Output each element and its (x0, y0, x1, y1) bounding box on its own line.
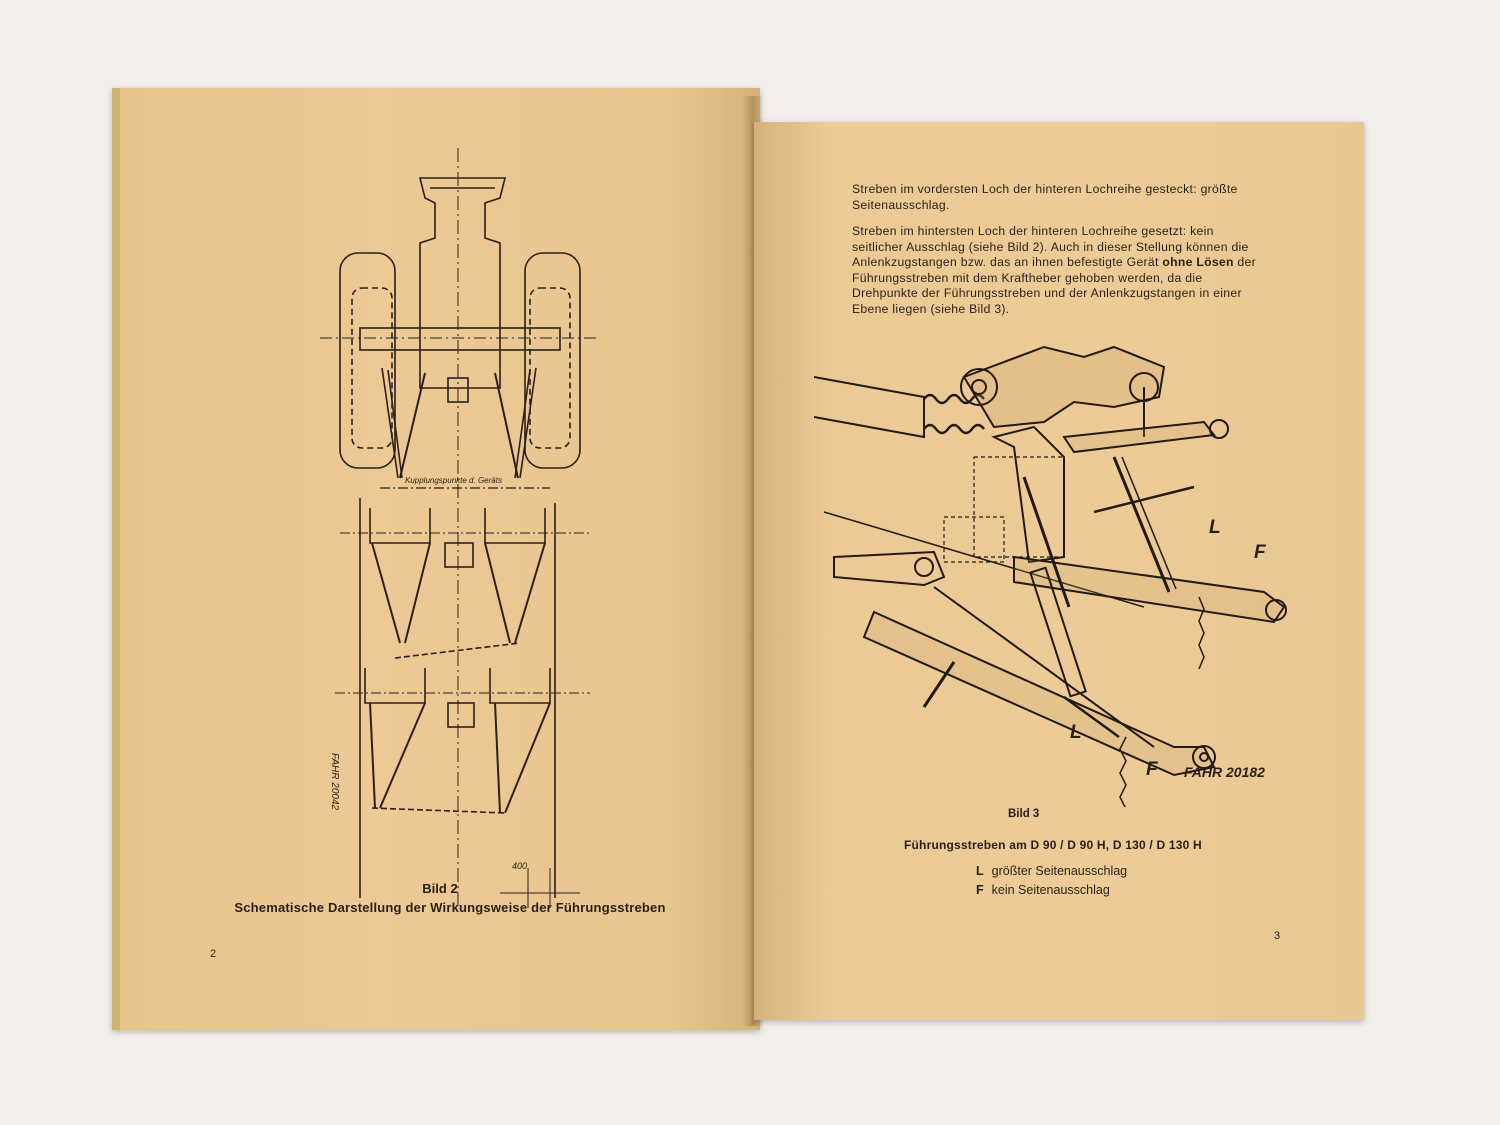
legend-key-L: L (976, 864, 984, 878)
figure-3-drawing (814, 345, 1287, 807)
figure-3-label: Bild 3 (1008, 808, 1040, 820)
figure-2-label: Bild 2 (422, 881, 458, 896)
drawing-number-right: FAHR 20182 (1184, 764, 1265, 780)
legend-key-F: F (976, 883, 984, 897)
page-number-right: 3 (1274, 930, 1281, 942)
paragraph-1-text: Streben im vordersten Loch der hinteren … (852, 182, 1238, 212)
left-page: Kupplungspunkte d. Geräts FAHR 20042 400… (112, 88, 760, 1030)
legend-text-L: größter Seitenausschlag (991, 864, 1128, 878)
figure-2-caption: Schematische Darstellung der Wirkungswei… (234, 900, 666, 915)
hitch-points-label: Kupplungspunkte d. Geräts (405, 476, 502, 485)
paragraph-2-bold: ohne Lösen (1162, 255, 1234, 269)
page-number-left: 2 (210, 948, 217, 960)
legend-text-F: kein Seitenausschlag (991, 883, 1110, 897)
dimension-label: 400 (512, 861, 528, 871)
paragraph-1: Streben im vordersten Loch der hinteren … (852, 182, 1267, 213)
label-L-upper: L (1209, 517, 1221, 538)
figure-2-schematic (320, 148, 600, 908)
paragraph-2: Streben im hintersten Loch der hinteren … (852, 224, 1267, 317)
right-page: Streben im vordersten Loch der hinteren … (754, 122, 1364, 1020)
paragraph-2-text-b: der Führungsstreben mit dem Kraftheber g… (852, 255, 1256, 316)
label-F-upper: F (1254, 542, 1266, 563)
label-L-lower: L (1070, 722, 1082, 743)
drawing-number-left: FAHR 20042 (329, 753, 340, 811)
paragraph-2-text-a: Streben im hintersten Loch der hinteren … (852, 224, 1249, 269)
label-F-lower: F (1146, 759, 1158, 780)
figure-3-caption: Führungsstreben am D 90 / D 90 H, D 130 … (904, 838, 1202, 852)
